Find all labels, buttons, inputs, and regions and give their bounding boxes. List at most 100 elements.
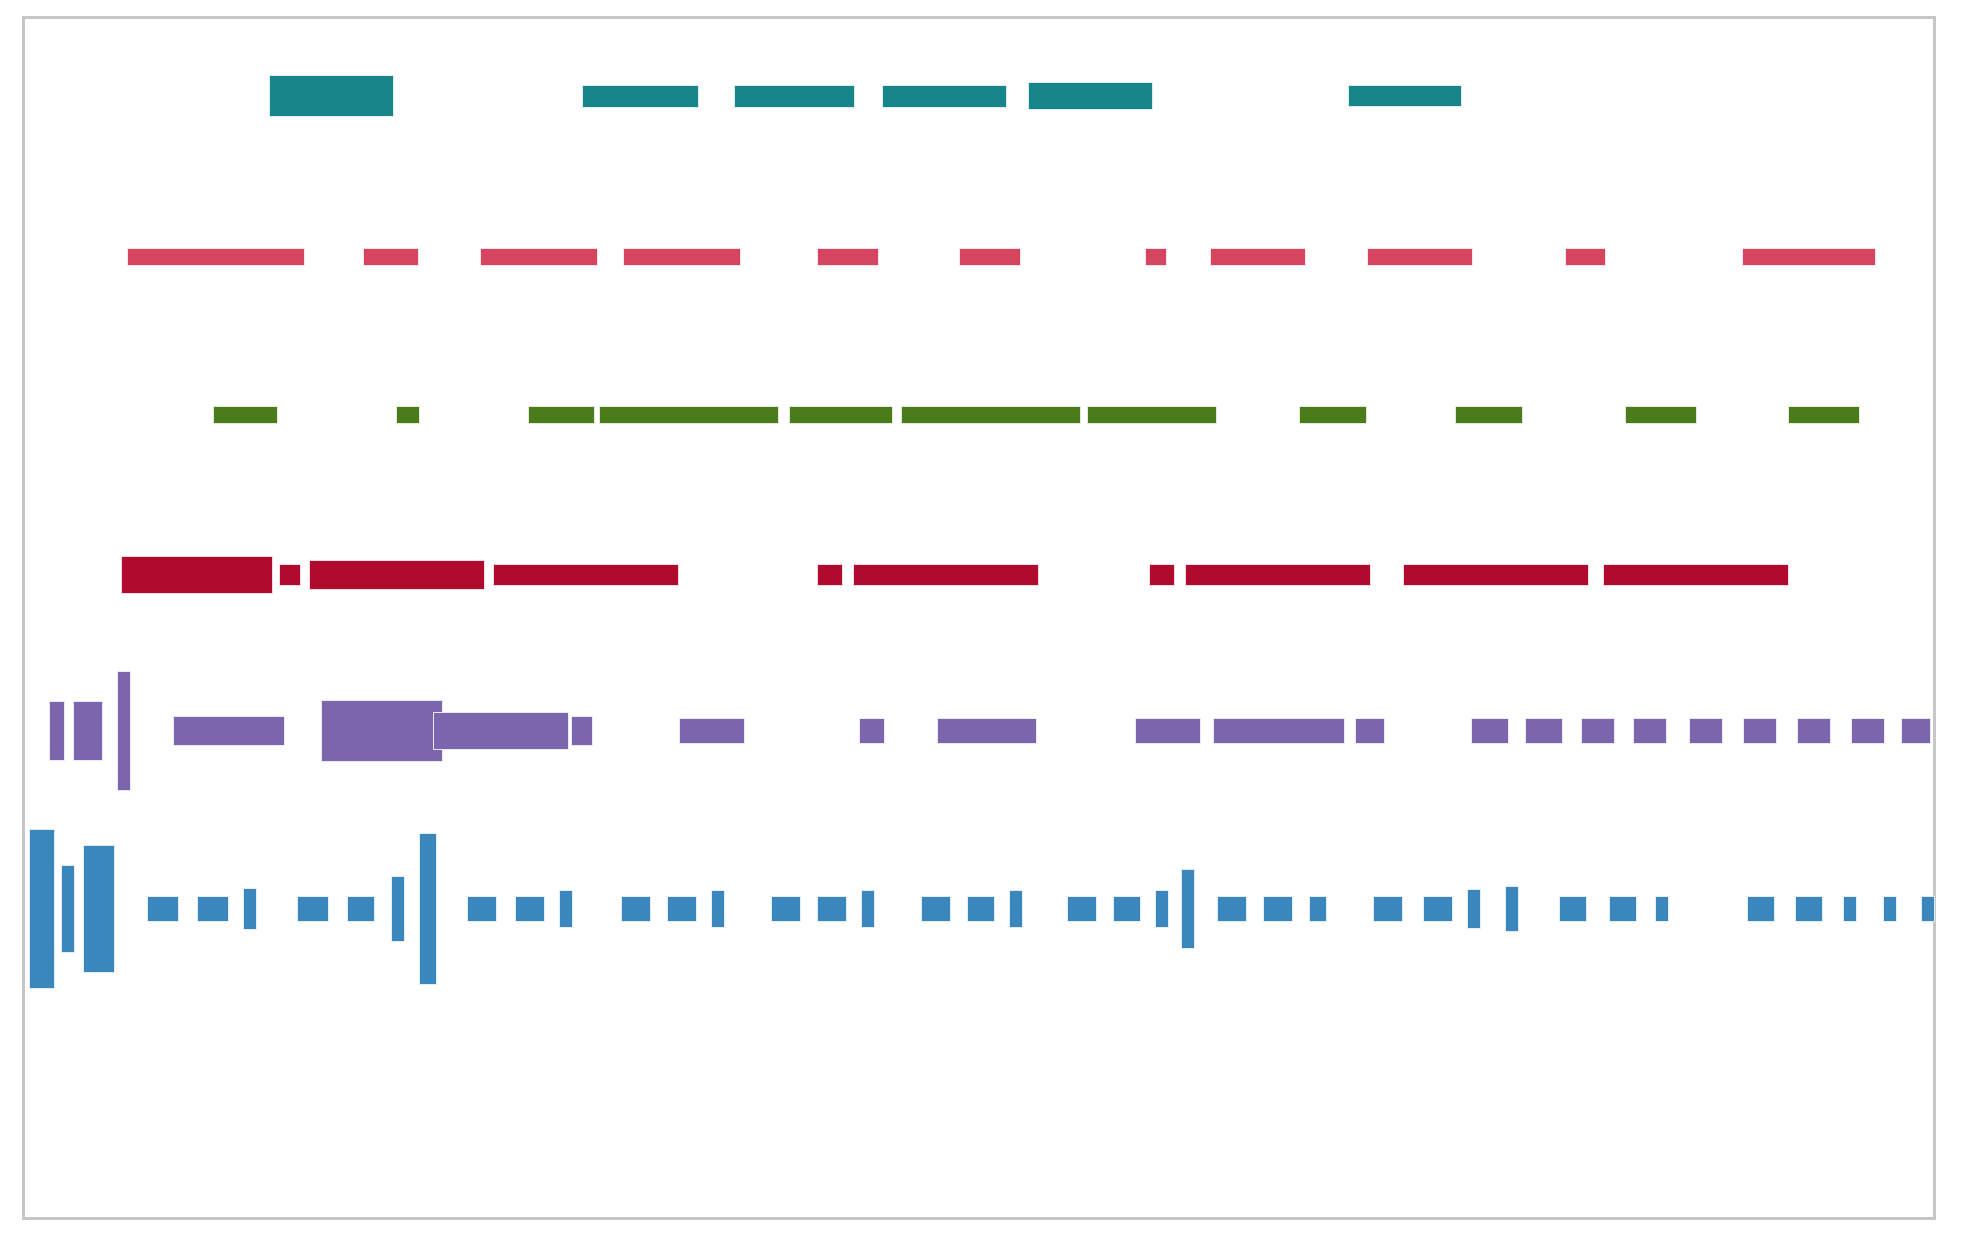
segment[interactable] <box>1113 896 1141 922</box>
segment[interactable] <box>279 564 301 586</box>
segment[interactable] <box>1373 896 1403 922</box>
segment[interactable] <box>197 896 229 922</box>
segment[interactable] <box>121 556 273 594</box>
segment[interactable] <box>734 84 855 108</box>
segment[interactable] <box>127 248 305 266</box>
segment[interactable] <box>1217 896 1247 922</box>
segment[interactable] <box>1747 896 1775 922</box>
segment[interactable] <box>243 888 257 930</box>
segment[interactable] <box>173 716 285 746</box>
segment[interactable] <box>419 833 437 985</box>
segment[interactable] <box>1367 248 1473 266</box>
segment[interactable] <box>480 248 598 266</box>
segment[interactable] <box>1609 896 1637 922</box>
segment[interactable] <box>1565 248 1606 266</box>
segment[interactable] <box>347 896 375 922</box>
segment[interactable] <box>1559 896 1587 922</box>
segment[interactable] <box>623 248 741 266</box>
segment[interactable] <box>321 700 443 762</box>
segment[interactable] <box>528 406 595 424</box>
segment[interactable] <box>1467 889 1481 929</box>
segment[interactable] <box>396 406 420 424</box>
segment[interactable] <box>1843 896 1857 922</box>
segment[interactable] <box>853 564 1039 586</box>
segment[interactable] <box>1135 718 1201 744</box>
segment[interactable] <box>1901 718 1931 744</box>
segment[interactable] <box>493 564 679 586</box>
segment[interactable] <box>1185 564 1371 586</box>
segment[interactable] <box>1633 718 1667 744</box>
segment[interactable] <box>1625 406 1697 424</box>
segment[interactable] <box>1423 896 1453 922</box>
segment[interactable] <box>391 876 405 942</box>
segment[interactable] <box>771 896 801 922</box>
segment[interactable] <box>817 248 879 266</box>
segment[interactable] <box>213 406 278 424</box>
segment[interactable] <box>433 712 569 750</box>
segment[interactable] <box>1743 718 1777 744</box>
segment[interactable] <box>1067 896 1097 922</box>
segment[interactable] <box>559 890 573 928</box>
segment[interactable] <box>73 701 103 761</box>
segment[interactable] <box>817 564 843 586</box>
segment[interactable] <box>1788 406 1860 424</box>
segment[interactable] <box>1689 718 1723 744</box>
segment[interactable] <box>1797 718 1831 744</box>
segment[interactable] <box>1309 896 1327 922</box>
segment[interactable] <box>882 84 1007 108</box>
segment[interactable] <box>621 896 651 922</box>
segment[interactable] <box>1581 718 1615 744</box>
segment[interactable] <box>147 896 179 922</box>
segment[interactable] <box>817 896 847 922</box>
segment[interactable] <box>1603 564 1789 586</box>
segment[interactable] <box>959 248 1021 266</box>
segment[interactable] <box>29 829 55 989</box>
segment[interactable] <box>117 671 131 791</box>
segment[interactable] <box>1155 890 1169 928</box>
segment[interactable] <box>1028 82 1153 110</box>
segment[interactable] <box>83 845 115 973</box>
segment[interactable] <box>363 248 419 266</box>
segment[interactable] <box>937 718 1037 744</box>
segment[interactable] <box>515 896 545 922</box>
segment[interactable] <box>582 84 699 108</box>
segment[interactable] <box>599 406 779 424</box>
segment[interactable] <box>1348 85 1462 107</box>
segment[interactable] <box>1299 406 1367 424</box>
segment[interactable] <box>711 890 725 928</box>
segment[interactable] <box>1149 564 1175 586</box>
segment[interactable] <box>1655 896 1669 922</box>
segment[interactable] <box>571 716 593 746</box>
segment[interactable] <box>1263 896 1293 922</box>
segment[interactable] <box>61 865 75 953</box>
segment[interactable] <box>1471 718 1509 744</box>
segment[interactable] <box>1883 896 1897 922</box>
segment[interactable] <box>1009 890 1023 928</box>
segment[interactable] <box>1403 564 1589 586</box>
segment[interactable] <box>1181 869 1195 949</box>
segment[interactable] <box>1921 896 1935 922</box>
segment[interactable] <box>269 75 394 117</box>
segment[interactable] <box>679 718 745 744</box>
segment[interactable] <box>967 896 995 922</box>
segment[interactable] <box>1742 248 1876 266</box>
segment[interactable] <box>1145 248 1167 266</box>
segment[interactable] <box>1087 406 1217 424</box>
segment[interactable] <box>49 701 65 761</box>
segment[interactable] <box>1851 718 1885 744</box>
segment[interactable] <box>1210 248 1306 266</box>
segment[interactable] <box>297 896 329 922</box>
segment[interactable] <box>921 896 951 922</box>
segment[interactable] <box>1795 896 1823 922</box>
segment[interactable] <box>667 896 697 922</box>
segment[interactable] <box>901 406 1081 424</box>
segment[interactable] <box>1505 886 1519 932</box>
segment[interactable] <box>1525 718 1563 744</box>
segment[interactable] <box>1355 718 1385 744</box>
segment[interactable] <box>467 896 497 922</box>
segment[interactable] <box>309 560 485 590</box>
segment[interactable] <box>789 406 893 424</box>
segment[interactable] <box>1455 406 1523 424</box>
segment[interactable] <box>861 890 875 928</box>
segment[interactable] <box>1213 718 1345 744</box>
